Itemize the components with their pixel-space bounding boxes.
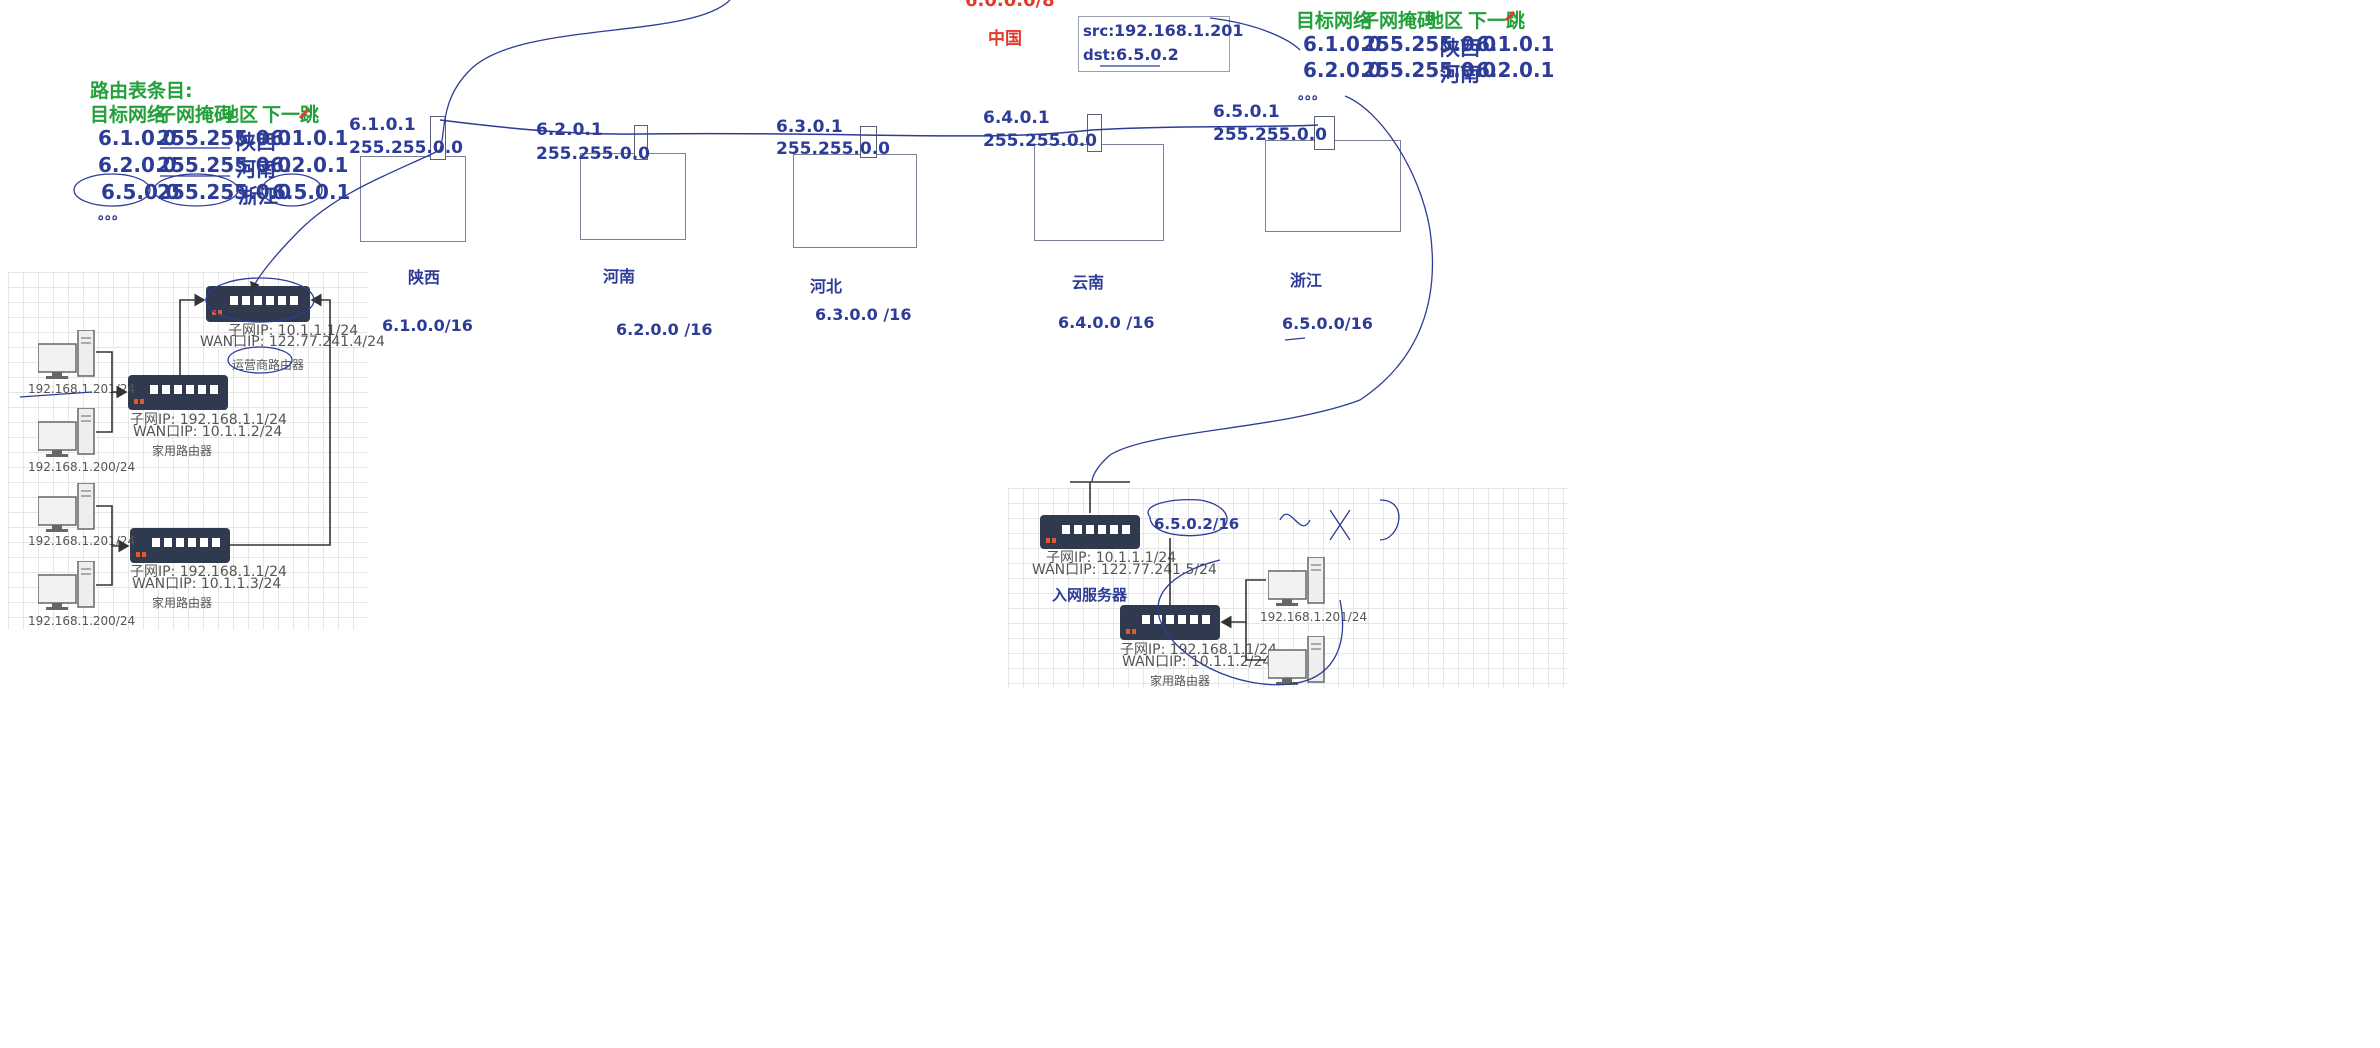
red-check-marks bbox=[298, 10, 1516, 120]
left-header-nexthop: 下一跳 bbox=[262, 104, 320, 126]
yunnan-ip: 6.4.0.1 bbox=[983, 108, 1050, 128]
china-network: 6.0.0.0/8 bbox=[965, 0, 1055, 11]
home-router-1-label: 家用路由器 bbox=[152, 444, 213, 458]
left-header-dest: 目标网络 bbox=[90, 104, 167, 126]
zhejiang-ip: 6.5.0.1 bbox=[1213, 102, 1280, 122]
home-router-2-icon bbox=[130, 528, 230, 563]
pc-4-ip: 192.168.1.200/24 bbox=[28, 614, 136, 628]
right-row2-dest: 6.2.0.0 bbox=[1303, 58, 1382, 82]
right-table-ellipsis: 。。。 bbox=[1298, 87, 1326, 103]
backbone-line bbox=[439, 119, 1319, 137]
left-header-mask: 子网掩码 bbox=[157, 104, 234, 126]
region-box-henan bbox=[580, 153, 686, 240]
china-label: 中国 bbox=[988, 29, 1022, 49]
isp-router-wan: WAN口IP: 122.77.241.4/24 bbox=[200, 334, 385, 350]
right-row1-nexthop: 6.1.0.1 bbox=[1476, 32, 1555, 56]
region-box-zhejiang bbox=[1265, 140, 1401, 232]
packet-dst-value: 6.5.0.2 bbox=[1116, 45, 1179, 64]
right-header-dest: 目标网络 bbox=[1296, 10, 1373, 32]
server-router-annotation: 6.5.0.2/16 bbox=[1154, 515, 1240, 533]
right-home-router-icon bbox=[1120, 605, 1220, 640]
packet-dst-label: dst: bbox=[1083, 46, 1116, 64]
region-name-zhejiang: 浙江 bbox=[1290, 271, 1323, 290]
left-routing-table-title: 路由表条目: bbox=[90, 80, 193, 102]
region-net-henan: 6.2.0.0 /16 bbox=[616, 320, 713, 339]
server-router-label: 入网服务器 bbox=[1052, 586, 1128, 604]
right-header-region: 地区 bbox=[1425, 10, 1464, 32]
right-row1-mask: 255.255.0.0 bbox=[1362, 32, 1497, 56]
packet-src-value: 192.168.1.201 bbox=[1114, 21, 1244, 40]
region-net-shaanxi: 6.1.0.0/16 bbox=[382, 316, 473, 335]
interface-hebei bbox=[860, 126, 877, 158]
packet-src-label: src: bbox=[1083, 22, 1115, 40]
pc-1-ip: 192.168.1.201/24 bbox=[28, 382, 136, 396]
isp-router-subnet: 子网IP: 10.1.1.1/24 bbox=[228, 323, 359, 339]
packet-box bbox=[1078, 16, 1230, 72]
region-net-zhejiang: 6.5.0.0/16 bbox=[1282, 314, 1373, 333]
home-router-2-label: 家用路由器 bbox=[152, 596, 213, 610]
shaanxi-ip: 6.1.0.1 bbox=[349, 115, 416, 135]
right-row1-region: 陕西 bbox=[1440, 36, 1480, 60]
left-header-region: 地区 bbox=[220, 104, 259, 126]
interface-shaanxi bbox=[430, 116, 446, 160]
interface-zhejiang bbox=[1314, 116, 1335, 150]
right-home-router-label: 家用路由器 bbox=[1150, 674, 1211, 688]
right-pc-2-icon bbox=[1268, 636, 1325, 685]
zhejiang-mask: 255.255.0.0 bbox=[1213, 125, 1328, 145]
right-row1-dest: 6.1.0.0 bbox=[1303, 32, 1382, 56]
home-router-2-subnet: 子网IP: 192.168.1.1/24 bbox=[130, 564, 287, 580]
right-pc-1-ip: 192.168.1.201/24 bbox=[1260, 610, 1368, 624]
left-row2-region: 河南 bbox=[236, 157, 276, 181]
handwritten-annotations bbox=[19, 0, 1434, 686]
pc-2-icon bbox=[38, 408, 95, 457]
pc-2-ip: 192.168.1.200/24 bbox=[28, 460, 136, 474]
region-box-shaanxi bbox=[360, 156, 466, 242]
left-row2-mask: 255.255.0.0 bbox=[157, 153, 292, 177]
left-row1-mask: 255.255.0.0 bbox=[157, 126, 292, 150]
region-net-hebei: 6.3.0.0 /16 bbox=[815, 305, 912, 324]
left-row2-nexthop: 6.2.0.1 bbox=[270, 153, 349, 177]
left-table-ellipsis: 。。。 bbox=[98, 207, 126, 223]
left-row3-region: 浙江 bbox=[238, 184, 278, 208]
interface-yunnan bbox=[1087, 114, 1102, 152]
right-row2-region: 河南 bbox=[1440, 62, 1480, 86]
right-home-router-subnet: 子网IP: 192.168.1.1/24 bbox=[1120, 642, 1277, 658]
pc-3-icon bbox=[38, 483, 95, 532]
left-row1-dest: 6.1.0.0 bbox=[98, 126, 177, 150]
left-row2-dest: 6.2.0.0 bbox=[98, 153, 177, 177]
right-row2-nexthop: 6.2.0.1 bbox=[1476, 58, 1555, 82]
left-row1-region: 陕西 bbox=[236, 130, 276, 154]
home-router-2-wan: WAN口IP: 10.1.1.3/24 bbox=[132, 576, 282, 592]
henan-mask: 255.255.0.0 bbox=[536, 144, 651, 164]
isp-router-label: 运营商路由器 bbox=[232, 358, 305, 372]
right-pc-1-icon bbox=[1268, 557, 1325, 606]
pc-1-icon bbox=[38, 330, 95, 379]
region-name-yunnan: 云南 bbox=[1072, 273, 1105, 292]
left-grid-canvas bbox=[8, 272, 368, 630]
right-header-mask: 子网掩码 bbox=[1360, 10, 1437, 32]
region-box-hebei bbox=[793, 154, 917, 248]
home-router-1-icon bbox=[128, 375, 228, 410]
pc-4-icon bbox=[38, 561, 95, 610]
right-wiring bbox=[1070, 481, 1266, 661]
right-row2-mask: 255.255.0.0 bbox=[1362, 58, 1497, 82]
region-name-henan: 河南 bbox=[603, 267, 636, 286]
home-router-1-subnet: 子网IP: 192.168.1.1/24 bbox=[130, 412, 287, 428]
hebei-mask: 255.255.0.0 bbox=[776, 139, 891, 159]
region-net-yunnan: 6.4.0.0 /16 bbox=[1058, 313, 1155, 332]
henan-ip: 6.2.0.1 bbox=[536, 120, 603, 140]
home-router-1-wan: WAN口IP: 10.1.1.2/24 bbox=[133, 424, 283, 440]
server-router-subnet: 子网IP: 10.1.1.1/24 bbox=[1046, 550, 1177, 566]
isp-router-icon bbox=[206, 286, 310, 322]
region-name-shaanxi: 陕西 bbox=[408, 268, 441, 287]
pc-3-ip: 192.168.1.201/24 bbox=[28, 534, 136, 548]
left-wiring bbox=[96, 293, 331, 586]
hebei-ip: 6.3.0.1 bbox=[776, 117, 843, 137]
left-row1-nexthop: 6.1.0.1 bbox=[270, 126, 349, 150]
right-home-router-wan: WAN口IP: 10.1.1.2/24 bbox=[1122, 654, 1272, 670]
region-name-hebei: 河北 bbox=[810, 277, 843, 296]
server-router-icon bbox=[1040, 515, 1140, 549]
